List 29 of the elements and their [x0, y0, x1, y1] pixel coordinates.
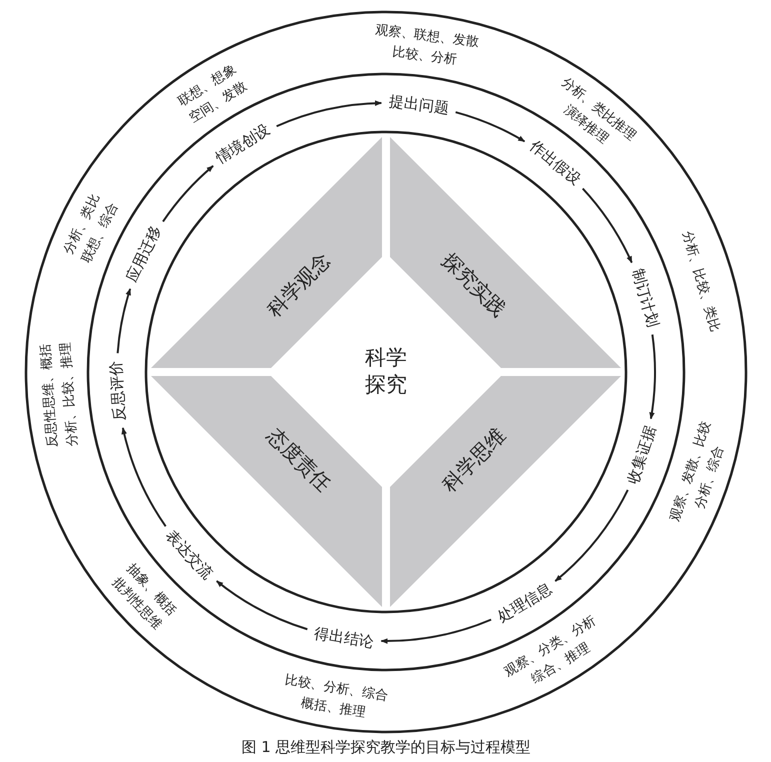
- step-label: 情境创设: [212, 120, 274, 168]
- step-label: 收集证据: [624, 424, 660, 487]
- arrow: [649, 334, 656, 420]
- arrow: [122, 427, 166, 527]
- step-label: 提出问题: [388, 92, 450, 118]
- thinking-skill-text: 分析、比较、类比: [679, 230, 722, 334]
- arrow: [162, 165, 214, 222]
- figure-caption: 图 1 思维型科学探究教学的目标与过程模型: [241, 738, 531, 757]
- arrow: [116, 288, 132, 354]
- step-label: 处理信息: [494, 578, 556, 626]
- thinking-skill-text: 比较、分析: [392, 45, 458, 68]
- panel-label: 探究实践: [436, 246, 512, 322]
- center-label: 科学探究: [364, 344, 408, 400]
- arrow: [582, 188, 633, 264]
- step-label: 作出假设: [526, 136, 585, 190]
- arrow: [554, 489, 629, 582]
- arrow: [455, 111, 526, 142]
- panel-label: 科学思维: [436, 422, 511, 498]
- step-label: 反思评价: [106, 360, 130, 422]
- panel-label: 态度责任: [261, 422, 336, 498]
- step-label: 制订计划: [627, 266, 662, 330]
- thinking-skill-text: 分析、比较、推理: [58, 342, 80, 447]
- step-label: 应用迁移: [122, 222, 166, 286]
- arrow: [380, 618, 492, 644]
- arrow: [276, 100, 382, 128]
- step-label: 得出结论: [312, 624, 376, 652]
- panel-label: 科学观念: [260, 246, 336, 322]
- arrow: [216, 580, 308, 630]
- step-label: 表达交流: [162, 527, 217, 584]
